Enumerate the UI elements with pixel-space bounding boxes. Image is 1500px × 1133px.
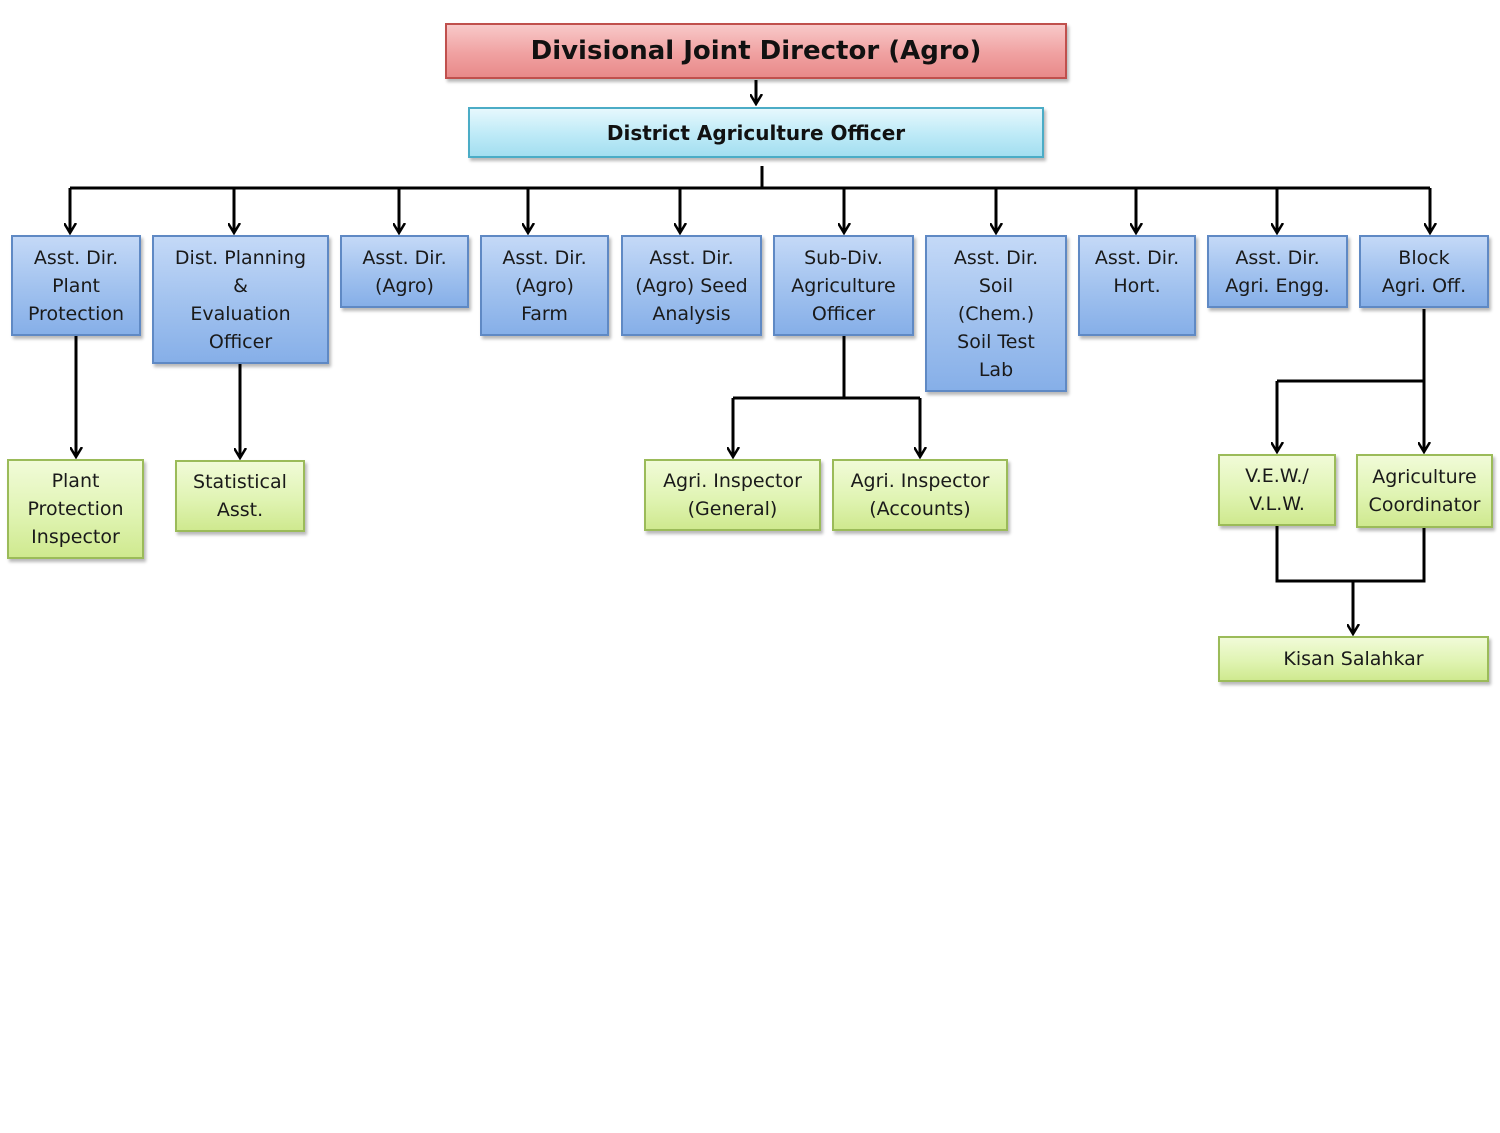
staff-statistical-asst: Statistical Asst. bbox=[175, 460, 305, 532]
staff-vew-vlw: V.E.W./ V.L.W. bbox=[1218, 454, 1336, 526]
connector-block-bus bbox=[1277, 309, 1426, 383]
unit-sub-div-agriculture-officer: Sub-Div. Agriculture Officer bbox=[773, 235, 914, 336]
staff-agri-inspector-accounts: Agri. Inspector (Accounts) bbox=[832, 459, 1008, 531]
staff-agriculture-coordinator: Agriculture Coordinator bbox=[1356, 454, 1493, 528]
unit-asst-dir-seed-analysis: Asst. Dir. (Agro) Seed Analysis bbox=[621, 235, 762, 336]
unit-asst-dir-agro-farm: Asst. Dir. (Agro) Farm bbox=[480, 235, 609, 336]
unit-asst-dir-agri-engg: Asst. Dir. Agri. Engg. bbox=[1207, 235, 1348, 308]
divisional-joint-director-box: Divisional Joint Director (Agro) bbox=[445, 23, 1067, 79]
connector-kisan-bus bbox=[1275, 526, 1426, 583]
unit-asst-dir-hort: Asst. Dir. Hort. bbox=[1078, 235, 1196, 336]
district-agriculture-officer-box: District Agriculture Officer bbox=[468, 107, 1044, 158]
unit-asst-dir-soil-test-lab: Asst. Dir. Soil (Chem.) Soil Test Lab bbox=[925, 235, 1067, 392]
unit-block-agri-officer: Block Agri. Off. bbox=[1359, 235, 1489, 308]
unit-asst-dir-agro: Asst. Dir. (Agro) bbox=[340, 235, 469, 308]
staff-kisan-salahkar: Kisan Salahkar bbox=[1218, 636, 1489, 682]
staff-plant-protection-inspector: Plant Protection Inspector bbox=[7, 459, 144, 559]
unit-dist-planning-evaluation-officer: Dist. Planning & Evaluation Officer bbox=[152, 235, 329, 364]
connector-subdiv-bus bbox=[733, 336, 920, 400]
unit-asst-dir-plant-protection: Asst. Dir. Plant Protection bbox=[11, 235, 141, 336]
staff-agri-inspector-general: Agri. Inspector (General) bbox=[644, 459, 821, 531]
